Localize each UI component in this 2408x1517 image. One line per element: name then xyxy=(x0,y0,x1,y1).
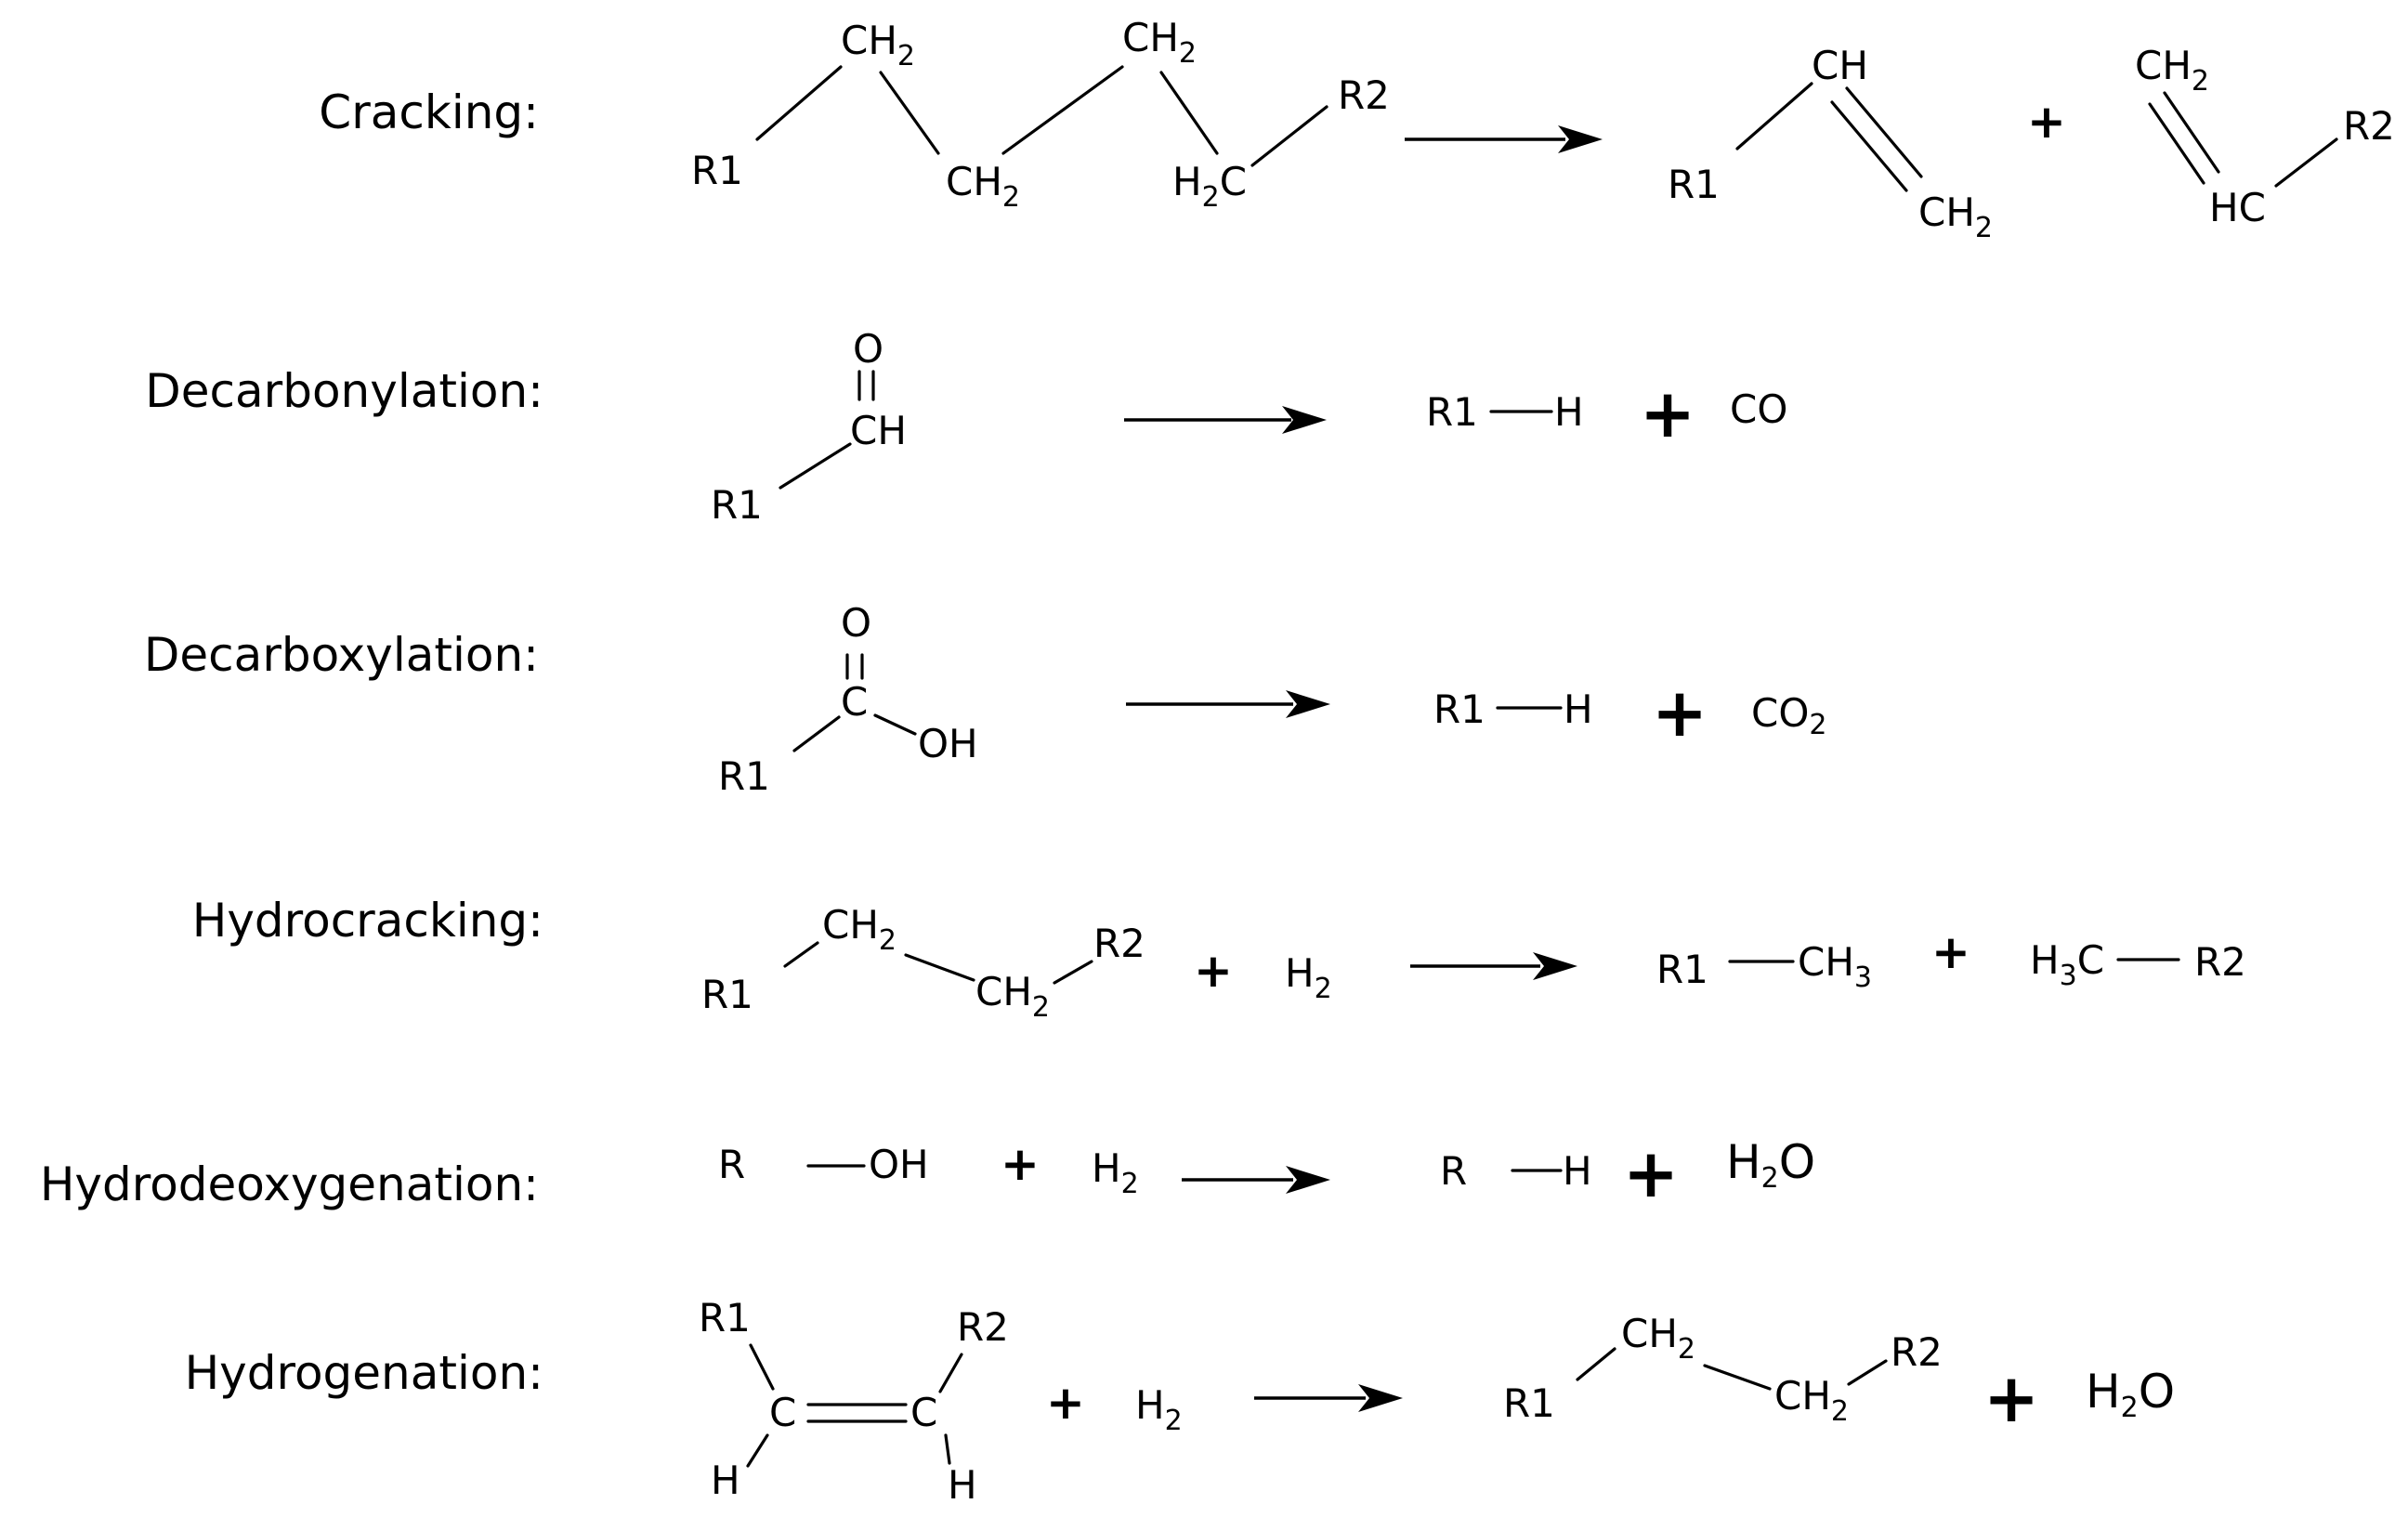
hydrocracking-ch2-b: CH2 xyxy=(975,969,1050,1024)
cracking-p1-r1: R1 xyxy=(1668,162,1720,207)
bond xyxy=(749,1343,775,1391)
hydrodeoxygenation-p-r: R xyxy=(1440,1148,1467,1194)
bond xyxy=(792,715,841,752)
double-bond-a xyxy=(1845,86,1923,178)
bond xyxy=(1053,960,1093,985)
decarboxylation-c: C xyxy=(841,679,868,725)
hydrogenation-c1: C xyxy=(769,1390,796,1435)
hydrocracking-p2-h3c: H3C xyxy=(2030,937,2104,992)
cracking-p2-hc: HC xyxy=(2209,185,2266,230)
hydrogenation-plus-2: + xyxy=(1983,1359,2039,1437)
bond xyxy=(873,713,917,736)
decarbonylation-label: Decarbonylation: xyxy=(145,364,543,418)
bond xyxy=(1159,71,1219,155)
hydrogenation-h2: H2 xyxy=(1135,1382,1183,1437)
decarboxylation-label: Decarboxylation: xyxy=(144,628,539,682)
hydrocracking-p1-r1: R1 xyxy=(1656,947,1708,992)
bond xyxy=(1703,1364,1772,1391)
decarboxylation-r1: R1 xyxy=(718,753,770,799)
hydrogenation-r1: R1 xyxy=(699,1295,751,1340)
decarboxylation-p-h: H xyxy=(1564,687,1593,732)
decarboxylation-reaction: Decarboxylation: O C OH R1 R1 H + CO2 xyxy=(144,600,1827,799)
hydrogenation-label: Hydrogenation: xyxy=(185,1346,543,1400)
hydrodeoxygenation-p-h: H xyxy=(1563,1148,1592,1194)
bond xyxy=(746,1433,769,1468)
decarbonylation-reaction: Decarbonylation: O CH R1 R1 H + CO xyxy=(145,326,1787,528)
cracking-r2: R2 xyxy=(1338,72,1390,118)
hydrocracking-plus-1: + xyxy=(1194,944,1233,998)
bond xyxy=(938,1353,963,1393)
cracking-h2c: H2C xyxy=(1172,159,1247,214)
hydrogenation-p-r1: R1 xyxy=(1503,1380,1555,1426)
hydrodeoxygenation-plus-1: + xyxy=(1001,1137,1040,1191)
hydrogenation-plus-1: + xyxy=(1046,1376,1085,1430)
cracking-r1: R1 xyxy=(691,148,743,193)
hydrocracking-plus-2: + xyxy=(1931,925,1970,979)
cracking-ch2-a: CH2 xyxy=(841,18,915,72)
decarboxylation-oh: OH xyxy=(918,721,978,766)
cracking-ch2-c: CH2 xyxy=(1122,15,1197,70)
decarbonylation-p-r1: R1 xyxy=(1426,389,1478,435)
hydrogenation-r2: R2 xyxy=(957,1304,1009,1350)
bond xyxy=(755,65,843,141)
hydrocracking-h2: H2 xyxy=(1285,950,1332,1005)
decarboxylation-p-r1: R1 xyxy=(1433,687,1485,732)
hydrogenation-h-a: H xyxy=(711,1458,740,1503)
decarbonylation-plus: + xyxy=(1640,374,1695,452)
decarboxylation-plus: + xyxy=(1652,673,1708,752)
hydrodeoxygenation-plus-2: + xyxy=(1623,1134,1679,1212)
hydrocracking-r1: R1 xyxy=(701,972,753,1017)
hydrocracking-reaction: Hydrocracking: R1 CH2 CH2 R2 + H2 R1 CH3… xyxy=(192,894,2246,1024)
bond xyxy=(904,953,975,982)
bond xyxy=(1250,105,1328,167)
hydrocracking-r2: R2 xyxy=(1093,921,1145,966)
hydrocracking-p1-ch3: CH3 xyxy=(1798,939,1872,994)
hydrocracking-label: Hydrocracking: xyxy=(192,894,543,948)
double-bond-b xyxy=(2148,102,2205,185)
bond xyxy=(779,442,852,490)
cracking-label: Cracking: xyxy=(319,85,539,139)
decarbonylation-o: O xyxy=(853,326,883,372)
decarboxylation-o: O xyxy=(841,600,871,646)
bond xyxy=(2274,137,2338,188)
cracking-p2-ch2: CH2 xyxy=(2135,43,2209,98)
hydrogenation-h2o: H2O xyxy=(2086,1365,2175,1424)
hydrodeoxygenation-label: Hydrodeoxygenation: xyxy=(40,1157,539,1211)
decarbonylation-r1: R1 xyxy=(711,482,763,528)
hydrogenation-c2: C xyxy=(910,1390,937,1435)
bond xyxy=(1847,1359,1888,1386)
hydrogenation-reaction: Hydrogenation: R1 C C R2 H H + H2 R1 CH2… xyxy=(185,1295,2176,1508)
decarbonylation-p-h: H xyxy=(1554,389,1584,435)
bond xyxy=(1576,1347,1616,1381)
cracking-reaction: Cracking: R1 CH2 CH2 CH2 H2C R2 R1 CH CH… xyxy=(319,15,2395,244)
hydrodeoxygenation-h2: H2 xyxy=(1092,1145,1139,1200)
decarbonylation-co: CO xyxy=(1730,386,1787,432)
cracking-ch2-b: CH2 xyxy=(946,159,1020,214)
hydrocracking-p2-r2: R2 xyxy=(2194,939,2246,985)
bond xyxy=(879,71,940,155)
double-bond-a xyxy=(2163,91,2220,174)
hydrogenation-p-ch2-a: CH2 xyxy=(1621,1311,1695,1366)
hydrodeoxygenation-reaction: Hydrodeoxygenation: R OH + H2 R H + H2O xyxy=(40,1134,1815,1212)
cracking-p1-ch2: CH2 xyxy=(1918,190,1993,244)
hydrodeoxygenation-h2o: H2O xyxy=(1726,1135,1815,1195)
hydrocracking-ch2-a: CH2 xyxy=(822,902,896,957)
hydrodeoxygenation-oh: OH xyxy=(869,1142,929,1187)
cracking-p2-r2: R2 xyxy=(2343,103,2395,149)
hydrodeoxygenation-r: R xyxy=(718,1142,745,1187)
hydrogenation-p-r2: R2 xyxy=(1891,1329,1943,1375)
cracking-plus: + xyxy=(2027,95,2066,149)
cracking-p1-ch: CH xyxy=(1812,43,1868,88)
bond xyxy=(1735,82,1813,150)
hydrogenation-h-b: H xyxy=(948,1462,977,1508)
bond xyxy=(944,1433,951,1465)
bond xyxy=(1001,65,1124,155)
decarboxylation-co2: CO2 xyxy=(1751,690,1826,741)
hydrogenation-p-ch2-b: CH2 xyxy=(1774,1373,1849,1428)
double-bond-b xyxy=(1830,100,1908,192)
bond xyxy=(783,941,819,968)
decarbonylation-ch: CH xyxy=(850,408,907,453)
